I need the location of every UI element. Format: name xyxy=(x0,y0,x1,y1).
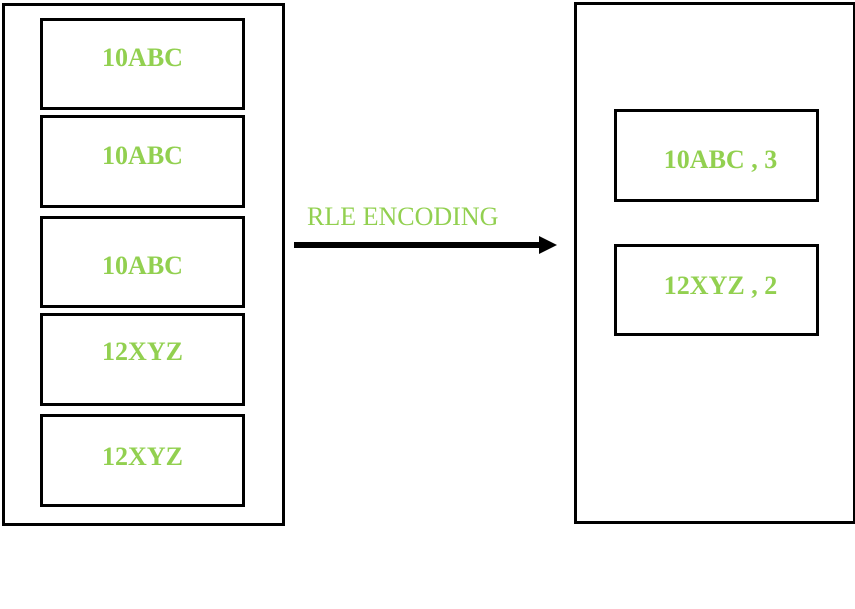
input-cell: 10ABC xyxy=(40,216,245,308)
arrow-head-icon xyxy=(539,236,557,254)
input-cell: 12XYZ xyxy=(40,414,245,507)
input-cell-text: 10ABC xyxy=(102,251,183,280)
input-cell: 12XYZ xyxy=(40,313,245,406)
input-cell-text: 12XYZ xyxy=(102,336,183,366)
output-cell: 10ABC , 3 xyxy=(614,109,819,202)
input-cell: 10ABC xyxy=(40,115,245,208)
input-cell: 10ABC xyxy=(40,18,245,110)
output-cell-text: 12XYZ , 2 xyxy=(663,271,778,300)
input-cell-text: 10ABC xyxy=(102,43,183,72)
input-cell-text: 12XYZ xyxy=(102,441,183,471)
rle-encoding-label: RLE ENCODING xyxy=(307,202,499,231)
arrow-shaft xyxy=(294,242,539,248)
input-cell-text: 10ABC xyxy=(102,140,183,170)
output-cell-text: 10ABC , 3 xyxy=(663,144,778,174)
output-cell: 12XYZ , 2 xyxy=(614,244,819,336)
